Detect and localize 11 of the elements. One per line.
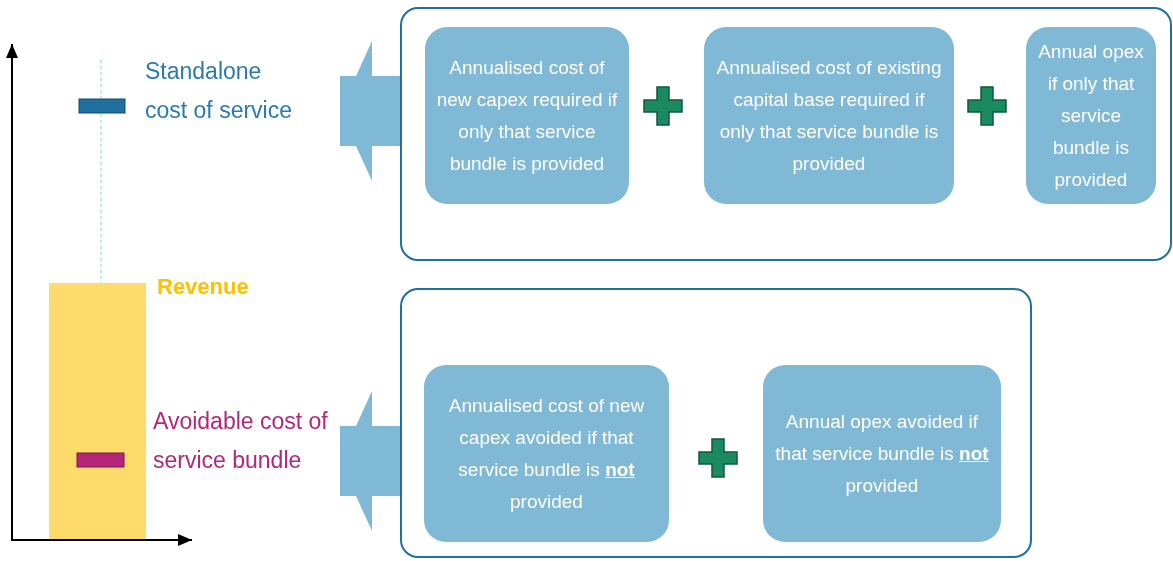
block-arrow (340, 41, 400, 181)
cost-box: Annual opex if only that service bundle is provided (1026, 27, 1156, 204)
group-box (400, 7, 1172, 261)
cost-label: Avoidable cost of service bundle (153, 407, 328, 475)
cost-box: Annualised cost of new capex required if only that service bundle is provided (425, 27, 629, 204)
revenue-label: Revenue (157, 274, 249, 300)
cost-box: Annual opex avoided if that service bundle is not provided (763, 365, 1001, 542)
group-box (400, 288, 1032, 558)
cost-box: Annualised cost of new capex avoided if that service bundle is not provided (424, 365, 669, 542)
cost-box: Annualised cost of existing capital base required if only that service bundle is provided (704, 27, 954, 204)
cost-label: Standalone cost of service (145, 57, 293, 125)
